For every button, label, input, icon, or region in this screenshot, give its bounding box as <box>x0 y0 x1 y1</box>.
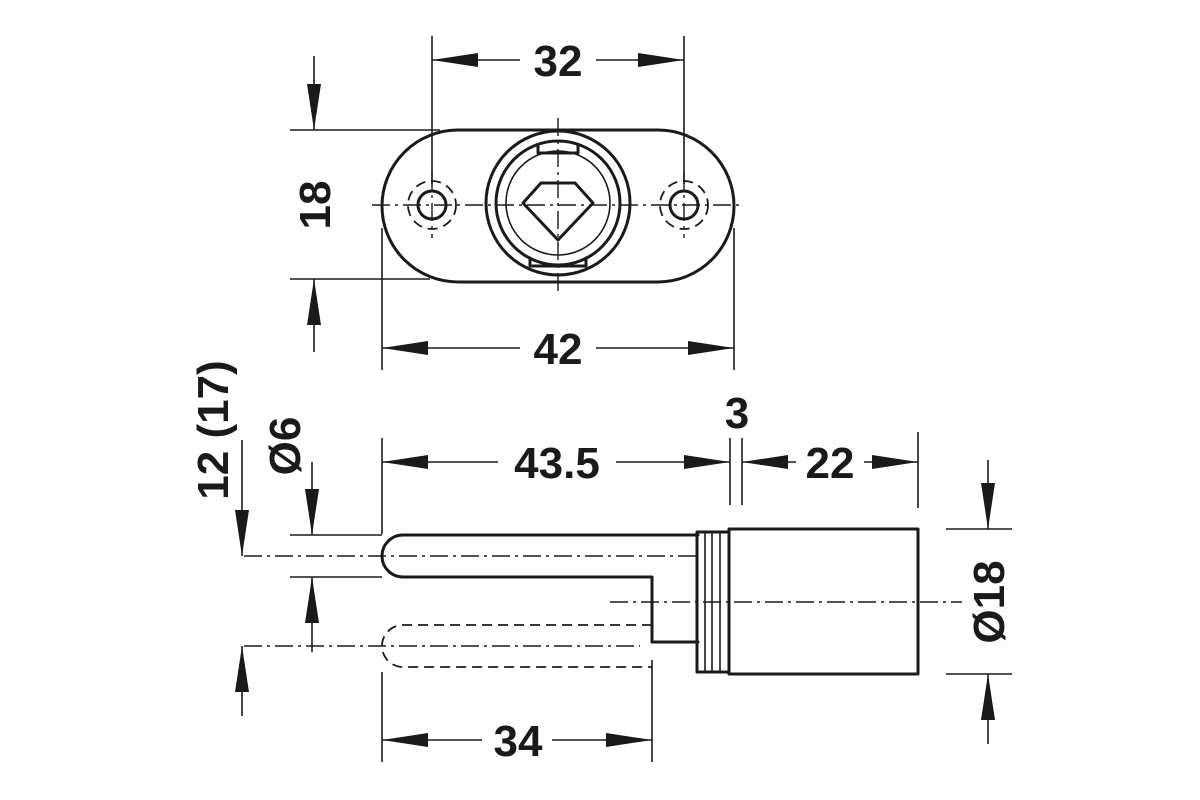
dimension-label: 42 <box>534 325 583 374</box>
dimension-34: 34 <box>381 660 653 766</box>
top-view <box>372 118 744 292</box>
dimension-18: 18 <box>290 56 440 352</box>
dimension-label: 3 <box>725 389 749 438</box>
dimension-label: 18 <box>291 181 340 230</box>
dimension-label: 22 <box>806 439 855 488</box>
dimension-12-17: 12 (17) <box>189 360 249 716</box>
dimension-bolt-diameter: Ø6 <box>261 417 382 652</box>
dimension-32: 32 <box>431 34 685 184</box>
dimension-label: Ø6 <box>261 417 310 476</box>
side-view <box>244 527 962 676</box>
dimension-label: 43.5 <box>514 439 600 488</box>
square-key-socket <box>521 181 595 242</box>
dimension-42: 42 <box>381 228 735 374</box>
dimension-3: 3 <box>725 389 749 505</box>
dimension-label: 32 <box>534 37 583 86</box>
dimension-body-diameter: Ø18 <box>946 460 1014 744</box>
dimension-label: 34 <box>494 717 543 766</box>
dimension-43-5: 43.5 <box>381 436 731 534</box>
bolt-extended <box>380 533 700 644</box>
dimension-22: 22 <box>742 432 919 508</box>
dimension-label: 12 (17) <box>189 360 238 499</box>
dimension-label: Ø18 <box>965 560 1014 643</box>
